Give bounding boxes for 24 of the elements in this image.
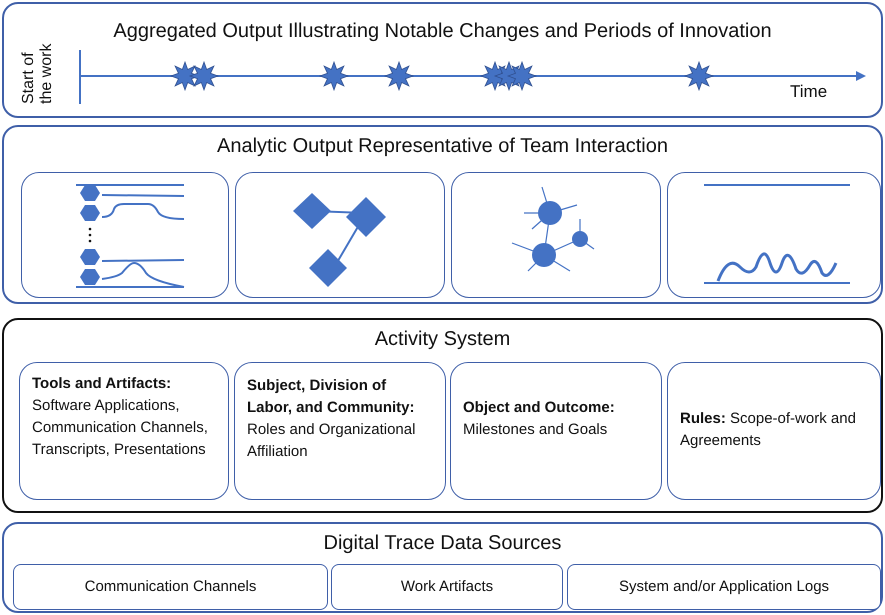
- component-box: [234, 362, 446, 500]
- source-box: [331, 564, 563, 610]
- section-panel: [2, 318, 883, 513]
- source-box: [13, 564, 328, 610]
- section-panel: [2, 2, 883, 118]
- component-box: [450, 362, 662, 500]
- component-text: Communication Channels: [84, 577, 256, 597]
- component-text: Rules: Scope-of-work and Agreements: [680, 409, 857, 451]
- component-box: [19, 362, 229, 500]
- section-panel: [2, 522, 883, 613]
- component-text: Subject, Division of Labor, and Community: Roles and Organizational Affiliation: [247, 376, 416, 462]
- component-box: [667, 362, 881, 500]
- component-text: Work Artifacts: [400, 577, 494, 597]
- component-text: Object and Outcome: Milestones and Goals: [463, 398, 616, 440]
- source-box: [567, 564, 881, 610]
- component-text: System and/or Application Logs: [618, 577, 830, 597]
- section-title: Activity System: [374, 328, 512, 351]
- axis-label: Start of the work: [20, 42, 56, 104]
- section-title: Aggregated Output Illustrating Notable Changes and Periods of Innovation: [112, 20, 773, 43]
- section-title: Digital Trace Data Sources: [322, 532, 562, 555]
- section-title: Analytic Output Representative of Team Interaction: [216, 135, 669, 158]
- section-panel: [2, 125, 883, 304]
- axis-label: Time: [790, 82, 828, 102]
- component-text: Tools and Artifacts: Software Applications, Communication Channels, Transcripts, Presentations: [32, 374, 209, 460]
